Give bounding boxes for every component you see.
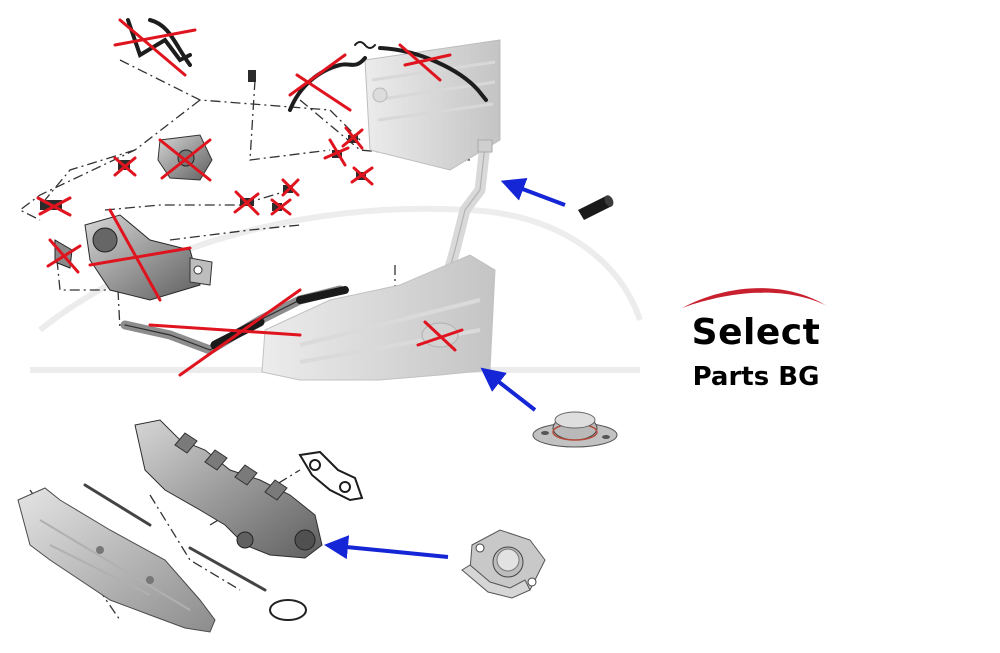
exhaust-gasket xyxy=(298,450,364,502)
logo-line-1: Select xyxy=(691,312,821,353)
intake-manifold xyxy=(261,254,496,381)
coolant-hoses xyxy=(126,18,488,112)
blanking-plate-flange-icon xyxy=(461,529,546,599)
logo-swoosh xyxy=(682,288,827,308)
brand-logo: Select Parts BG xyxy=(662,268,850,402)
egr-pipe xyxy=(439,139,493,291)
manifold-studs xyxy=(83,483,267,592)
exhaust-manifold xyxy=(134,419,323,559)
ring-gasket xyxy=(269,599,307,621)
engine-block-upper xyxy=(364,39,501,171)
removed-part-marks xyxy=(36,18,464,377)
exhaust-heat-shield xyxy=(17,487,216,633)
blanking-plate-round-icon xyxy=(532,411,618,448)
logo-line-2: Parts BG xyxy=(692,362,820,392)
pointer-arrows xyxy=(324,178,566,560)
hose-plug-icon xyxy=(578,195,614,220)
